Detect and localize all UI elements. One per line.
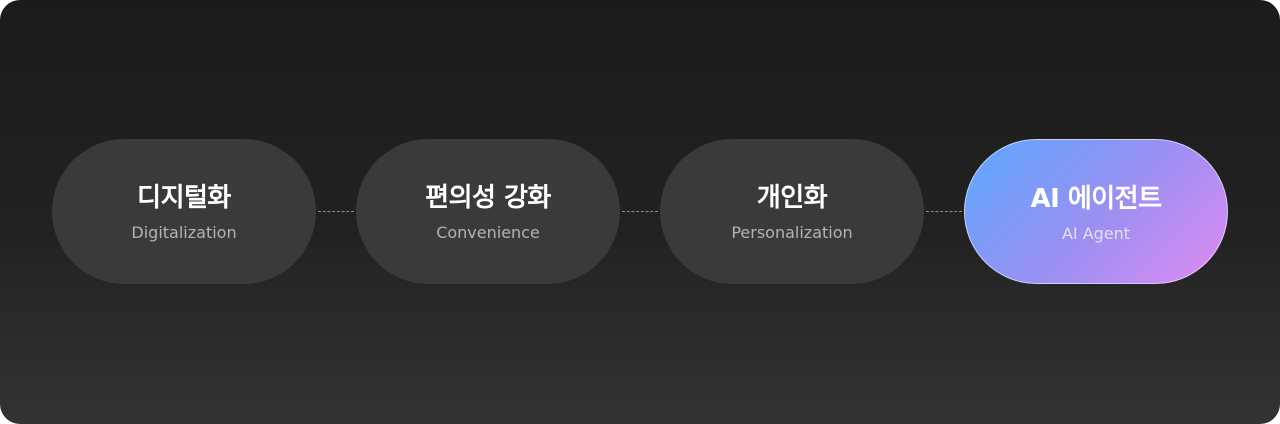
step-title: 디지털화: [137, 183, 231, 213]
dashed-connector: [926, 211, 962, 212]
step-digitalization: 디지털화 Digitalization: [52, 139, 316, 284]
dashed-connector: [622, 211, 658, 212]
step-subtitle: Personalization: [731, 223, 853, 242]
step-title: AI 에이전트: [1030, 184, 1162, 214]
dashed-connector: [318, 211, 354, 212]
step-subtitle: Digitalization: [131, 223, 237, 242]
step-convenience: 편의성 강화 Convenience: [356, 139, 620, 284]
step-personalization: 개인화 Personalization: [660, 139, 924, 284]
step-ai-agent-highlighted: AI 에이전트 AI Agent: [964, 139, 1228, 284]
step-subtitle: Convenience: [436, 223, 540, 242]
step-title: 개인화: [756, 183, 828, 213]
step-subtitle: AI Agent: [1061, 224, 1131, 243]
step-title: 편의성 강화: [425, 183, 551, 213]
